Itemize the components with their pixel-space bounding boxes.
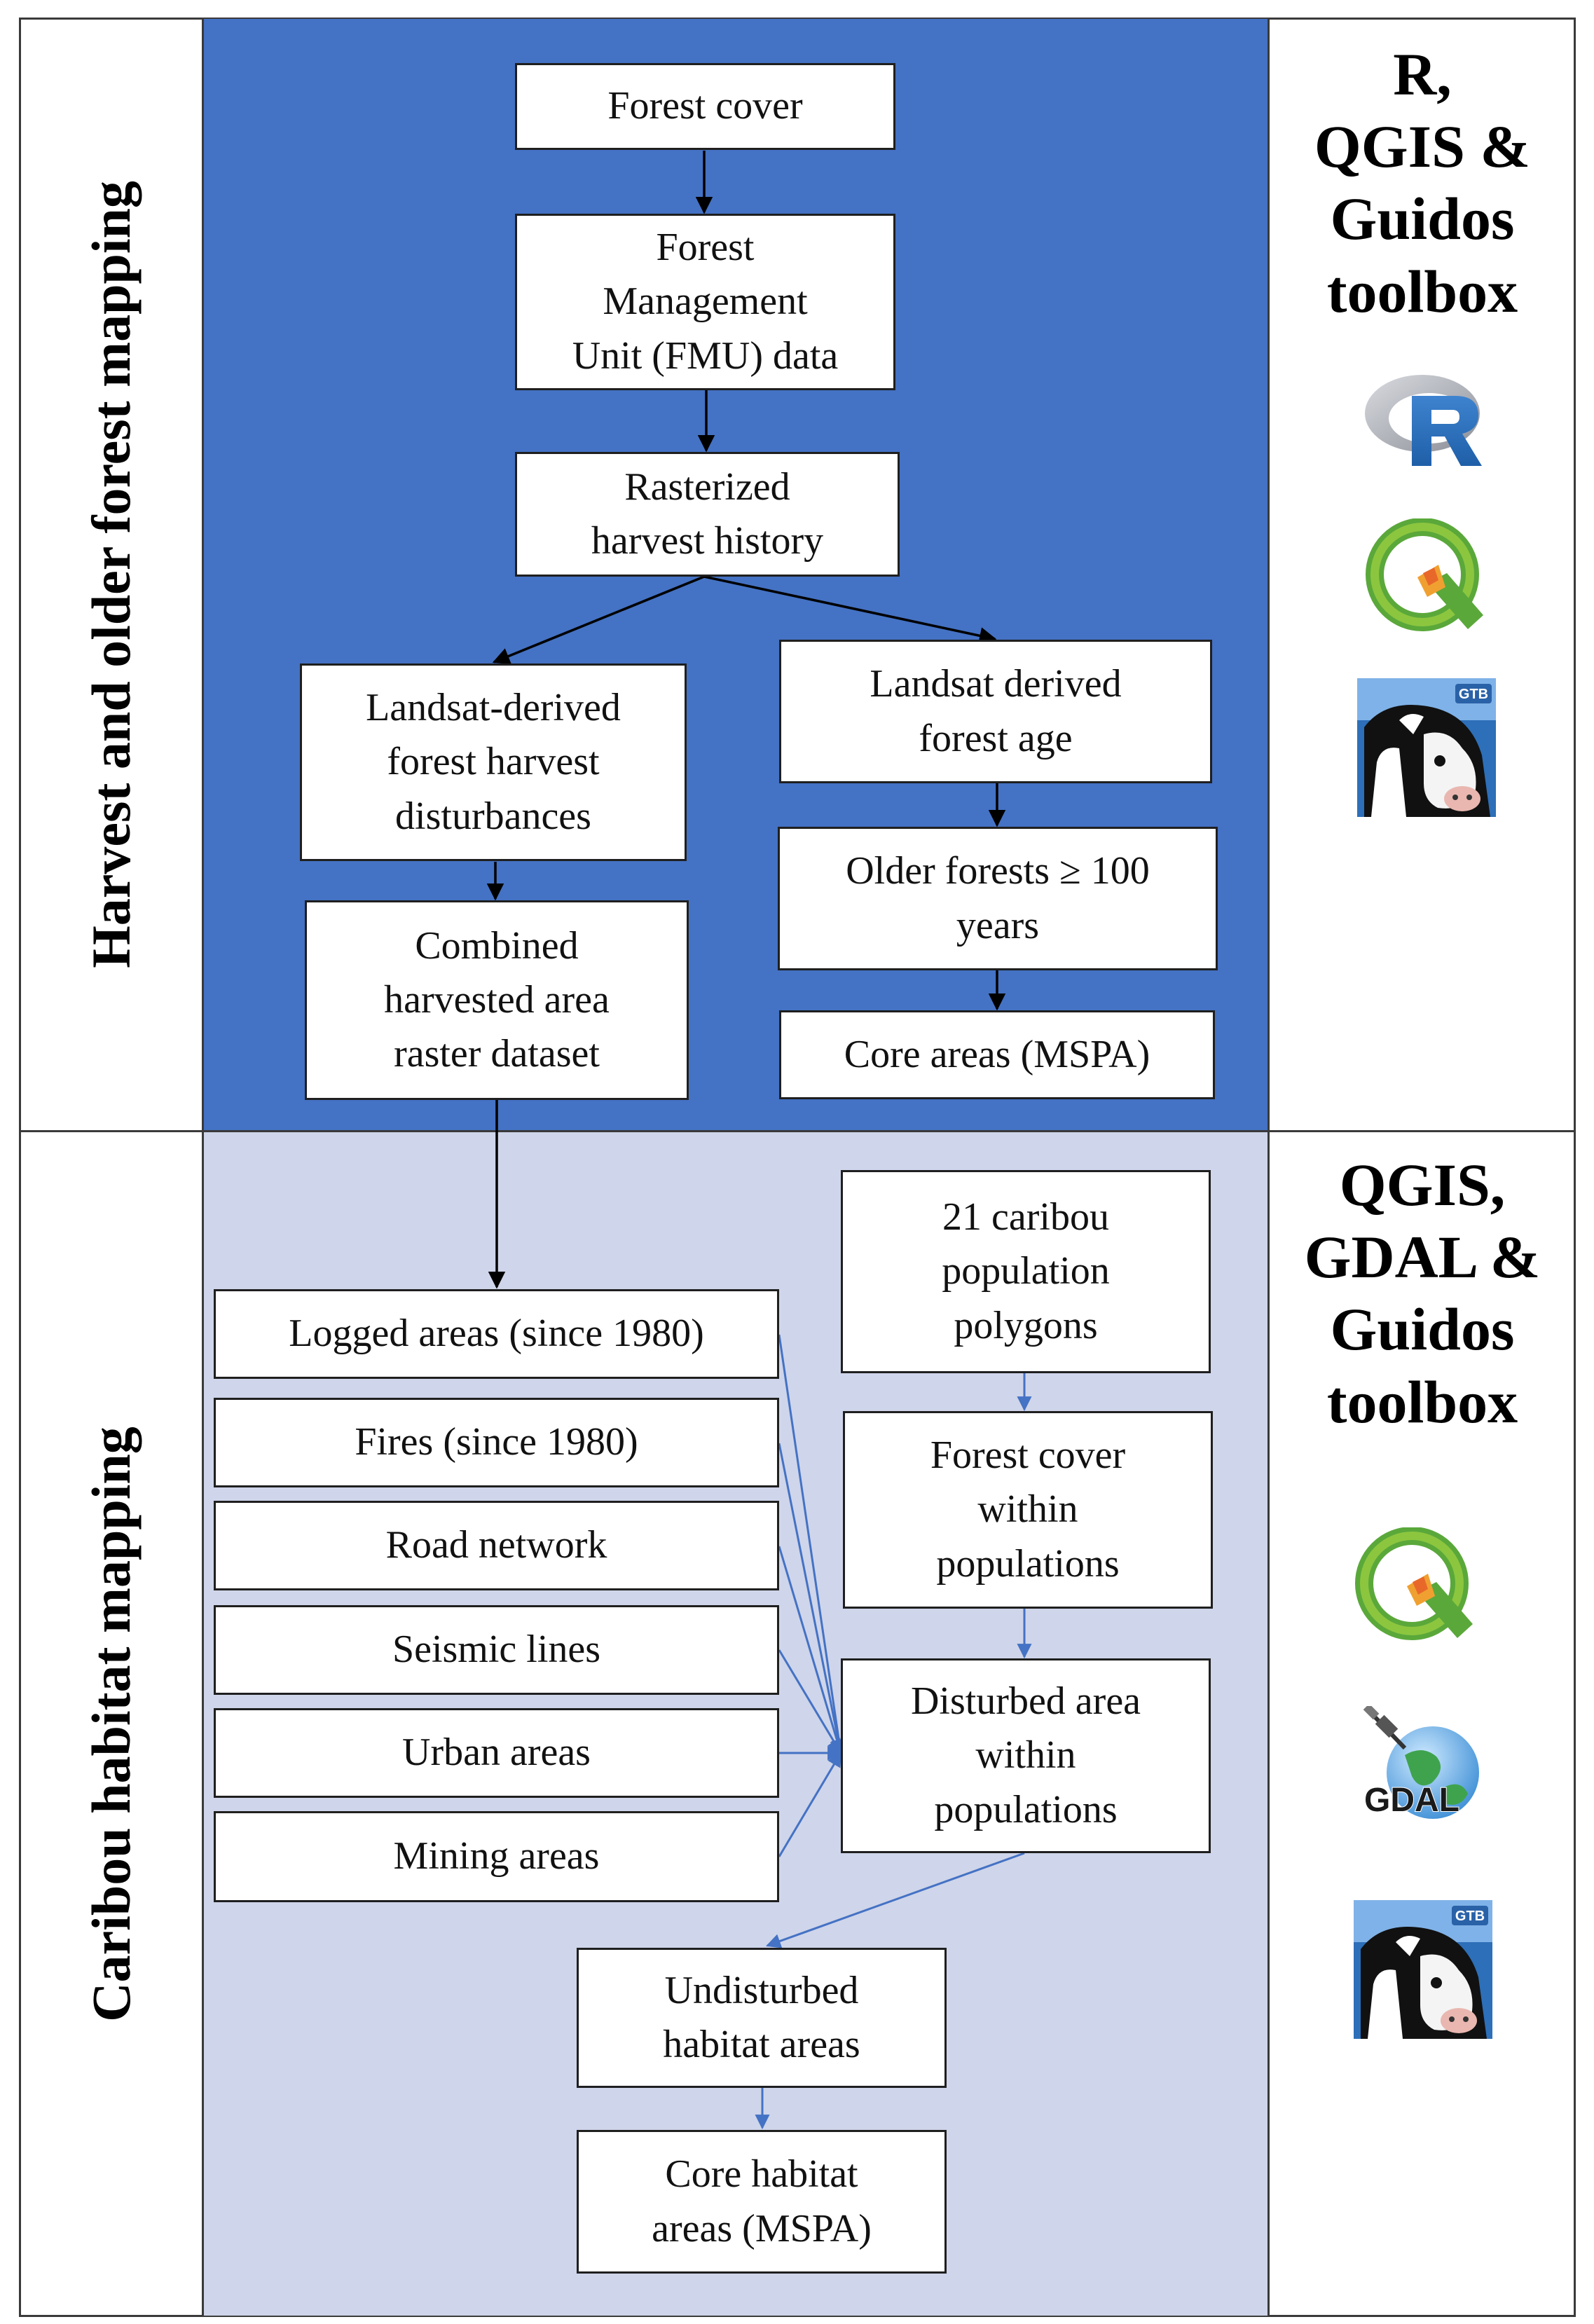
right-column-divider — [1267, 18, 1270, 2317]
gdal-logo-icon: GDAL — [1363, 1706, 1479, 1820]
arrow-logged-to-disturbed — [778, 1334, 846, 1755]
arrow-road-to-disturbed — [778, 1546, 844, 1755]
r-logo-icon — [1365, 375, 1482, 466]
node-combined-harvest: Combined harvested area raster dataset — [305, 900, 689, 1100]
arrow-seismic-to-disturbed — [778, 1649, 842, 1754]
node-disturbed-area: Disturbed area within populations — [841, 1658, 1211, 1853]
arrow-fires-to-disturbed — [778, 1443, 846, 1755]
node-landsat-age: Landsat derived forest age — [779, 640, 1212, 783]
node-fires: Fires (since 1980) — [214, 1398, 779, 1487]
node-undisturbed-habitat: Undisturbed habitat areas — [577, 1948, 947, 2088]
node-seismic-lines: Seismic lines — [214, 1605, 779, 1695]
node-core-habitat: Core habitat areas (MSPA) — [577, 2130, 947, 2274]
node-landsat-disturbances: Landsat-derived forest harvest disturban… — [300, 663, 687, 861]
qgis-logo-icon — [1366, 518, 1483, 631]
tools-label-top: R, QGIS & Guidos toolbox — [1314, 41, 1531, 325]
node-logged-areas: Logged areas (since 1980) — [214, 1289, 779, 1379]
node-urban-areas: Urban areas — [214, 1708, 779, 1798]
node-rasterized-harvest: Rasterized harvest history — [515, 452, 900, 577]
node-fmu-data: Forest Management Unit (FMU) data — [515, 214, 895, 390]
arrow-rasterized-to-landsat-disturbances — [492, 575, 705, 665]
arrow-mining-to-disturbed — [778, 1752, 842, 1857]
node-core-areas: Core areas (MSPA) — [779, 1010, 1215, 1099]
node-mining-areas: Mining areas — [214, 1811, 779, 1902]
node-road-network: Road network — [214, 1501, 779, 1590]
qgis-logo-icon — [1355, 1527, 1473, 1640]
guidos-toolbox-cow-icon: GTB — [1354, 1900, 1492, 2039]
node-caribou-polygons: 21 caribou population polygons — [841, 1170, 1211, 1373]
arrow-rasterized-to-landsat-age — [703, 575, 997, 645]
black-arrows — [486, 151, 1006, 1289]
outer-frame — [19, 18, 1576, 2317]
gtb-badge-text: GTB — [1459, 687, 1488, 702]
section-divider — [19, 1130, 1576, 1132]
blue-arrows — [755, 1334, 1032, 2130]
node-forest-cover-within: Forest cover within populations — [843, 1411, 1213, 1609]
guidos-toolbox-cow-icon: GTB — [1357, 678, 1496, 817]
left-column-divider — [202, 18, 204, 2317]
node-older-forests: Older forests ≥ 100 years — [778, 827, 1218, 970]
gtb-badge-text: GTB — [1455, 1909, 1485, 1924]
tools-label-bottom: QGIS, GDAL & Guidos toolbox — [1304, 1151, 1541, 1436]
node-forest-cover: Forest cover — [515, 63, 895, 150]
gdal-logo-text: GDAL — [1364, 1782, 1459, 1819]
arrow-disturbed-to-undisturbed — [766, 1852, 1025, 1948]
